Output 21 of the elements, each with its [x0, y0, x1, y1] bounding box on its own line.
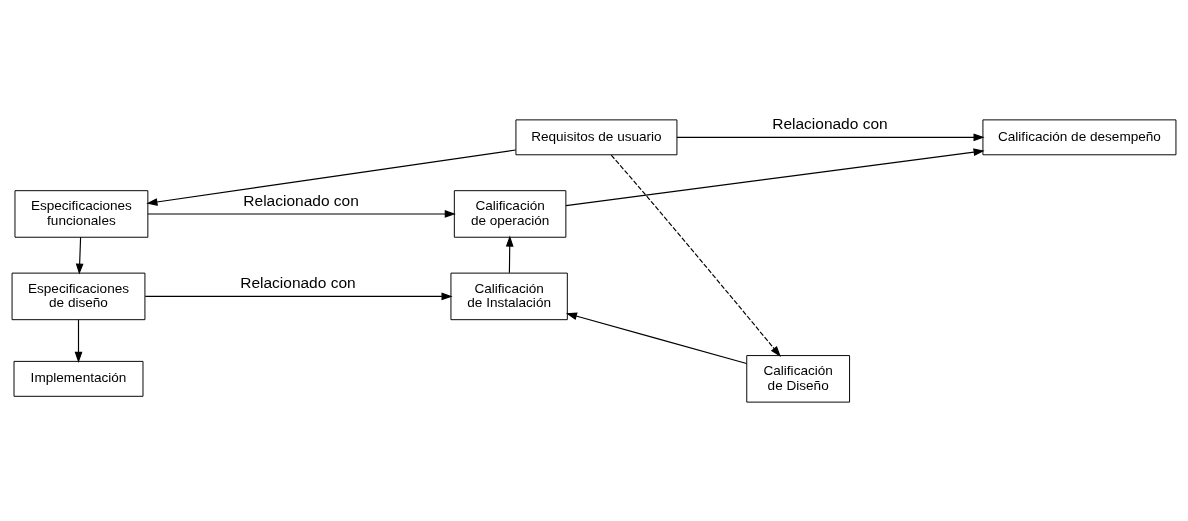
arrow	[565, 311, 748, 364]
node-box: Especificaciones funcionales	[14, 189, 149, 238]
arrow	[610, 154, 781, 357]
node-box: Calificación de Diseño	[746, 354, 851, 403]
arrow	[146, 148, 517, 206]
node-box: Calificación de desempeño	[982, 118, 1177, 155]
edge-label: Relacionado con	[243, 191, 359, 209]
edge-label: Relacionado con	[240, 273, 356, 291]
arrow	[505, 235, 514, 273]
arrow	[75, 236, 84, 275]
arrow	[676, 132, 985, 141]
arrow	[147, 209, 456, 218]
edge-label: Relacionado con	[772, 114, 888, 132]
node-box: Implementación	[13, 360, 144, 397]
node-box: Calificación de operación	[453, 189, 567, 238]
arrow	[144, 292, 453, 300]
arrow	[74, 318, 83, 363]
node-box: Calificación de Instalación	[450, 272, 568, 320]
node-box: Especificaciones de diseño	[11, 272, 146, 320]
node-box: Requisitos de usuario	[515, 118, 678, 155]
arrow	[565, 147, 985, 206]
